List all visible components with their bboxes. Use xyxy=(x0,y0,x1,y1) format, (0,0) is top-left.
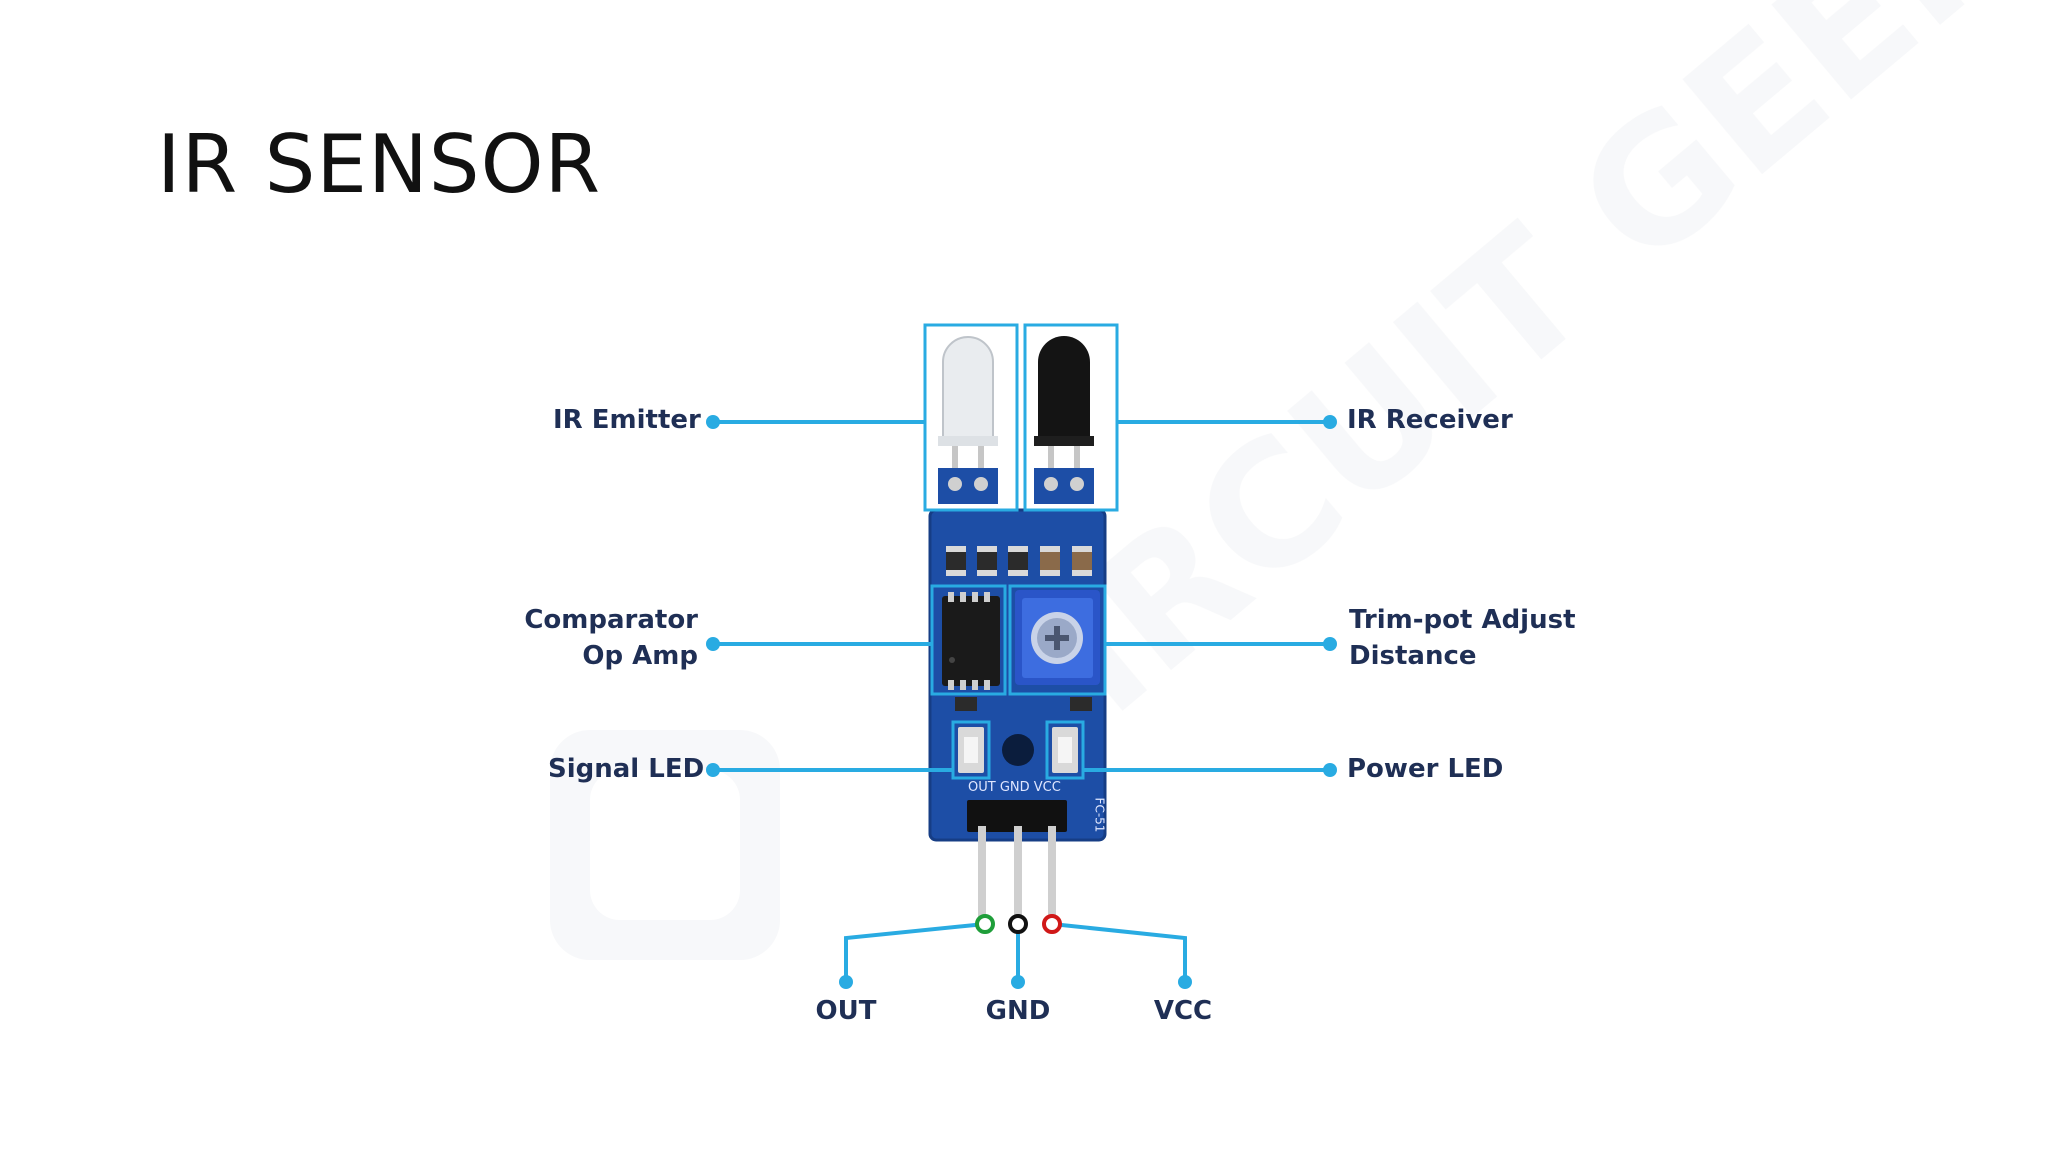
slide-title: IR SENSOR xyxy=(157,118,602,211)
callout-lines xyxy=(713,420,1330,982)
vcc-pin-marker xyxy=(1042,914,1062,934)
trimpot-box xyxy=(1008,584,1107,696)
label-signal-led: Signal LED xyxy=(548,754,705,784)
comparator-box xyxy=(930,584,1007,696)
label-trimpot-line2: Distance xyxy=(1349,641,1477,671)
trim-pot xyxy=(1015,590,1100,685)
pcb-board xyxy=(928,508,1107,926)
label-trimpot-line1: Trim-pot Adjust xyxy=(1349,605,1576,635)
power-led xyxy=(1052,727,1078,773)
label-comparator-line1: Comparator xyxy=(524,605,698,635)
mounting-hole xyxy=(1002,734,1034,766)
emitter-box xyxy=(923,323,1019,512)
pin-silkscreen: OUT GND VCC xyxy=(968,780,1061,795)
smd-components xyxy=(946,546,1092,576)
watermark-logo: CIRCUIT GEEKS xyxy=(550,0,2048,960)
label-ir-emitter: IR Emitter xyxy=(553,405,701,435)
signal-led-box xyxy=(951,720,991,780)
label-trimpot: Trim-pot Adjust Distance xyxy=(1349,602,1576,674)
label-comparator: Comparator Op Amp xyxy=(524,602,698,674)
label-comparator-line2: Op Amp xyxy=(582,641,698,671)
power-led-box xyxy=(1045,720,1085,780)
callout-dots xyxy=(706,415,1337,989)
label-vcc: VCC xyxy=(1153,996,1213,1026)
label-gnd: GND xyxy=(985,996,1051,1026)
pin-header xyxy=(967,800,1067,926)
ir-emitter-led xyxy=(938,336,998,504)
callout-boxes xyxy=(923,323,1119,780)
ir-receiver-photodiode xyxy=(1034,336,1094,504)
label-out: OUT xyxy=(815,996,877,1026)
signal-led xyxy=(958,727,984,773)
receiver-box xyxy=(1023,323,1119,512)
label-power-led: Power LED xyxy=(1347,754,1504,784)
comparator-chip xyxy=(942,592,1000,690)
label-ir-receiver: IR Receiver xyxy=(1347,405,1513,435)
out-pin-marker xyxy=(975,914,995,934)
gnd-pin-marker xyxy=(1008,914,1028,934)
model-silkscreen: FC-51 xyxy=(1092,797,1107,833)
